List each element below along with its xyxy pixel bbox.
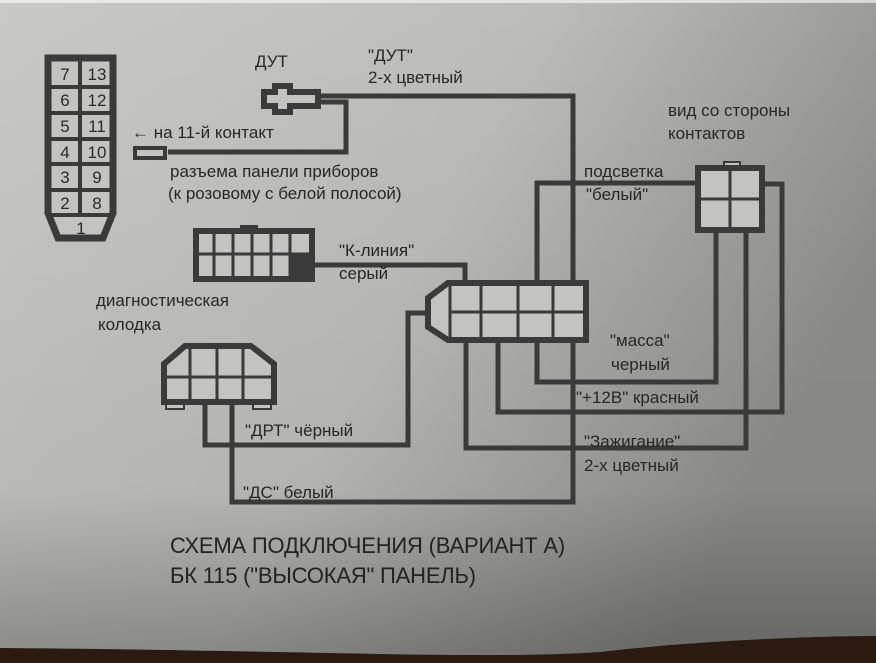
pin-label: 4	[60, 143, 69, 162]
pin-label: 13	[88, 65, 107, 84]
pin-label: 7	[60, 65, 69, 84]
k-line-wire	[312, 262, 468, 285]
pin-label: 2	[60, 194, 69, 213]
plus12-wire	[495, 181, 785, 415]
k-line-color: серый	[339, 264, 389, 283]
dut-wire-color: 2-х цветный	[368, 68, 463, 87]
drt-wire	[202, 310, 430, 448]
pin-label: 5	[60, 117, 69, 136]
pin-label: 8	[92, 194, 101, 213]
k-line-connector	[193, 225, 315, 282]
ignition-label: "Зажигание"	[584, 432, 681, 451]
ground-wire	[534, 230, 719, 385]
ds-vertical-wire	[229, 340, 576, 505]
diagnostic-block	[161, 343, 277, 410]
ignition-color: 2-х цветный	[584, 456, 679, 475]
pin-label: 3	[60, 168, 69, 187]
dut-wire-label: "ДУТ"	[368, 46, 413, 65]
dut-wire	[318, 93, 576, 285]
dut-sensor-label: ДУТ	[255, 52, 288, 71]
main-bk-connector	[425, 280, 589, 343]
pin-label: 9	[92, 168, 101, 187]
ds-wire-label: "ДС" белый	[243, 483, 334, 502]
pin-label: 10	[88, 143, 107, 162]
to-contact-label: ← на 11-й контакт	[132, 123, 274, 142]
diag-block-label: диагностическая	[96, 291, 229, 310]
k-line-label: "К-линия"	[339, 241, 415, 260]
pin-label: 6	[60, 91, 69, 110]
diagram-title: СХЕМА ПОДКЛЮЧЕНИЯ (ВАРИАНТ А)	[170, 533, 565, 558]
diagram-subtitle: БК 115 ("ВЫСОКАЯ" ПАНЕЛЬ)	[170, 563, 476, 588]
diag-block-label-2: колодка	[98, 315, 162, 334]
pin-numbers: 7 13 6 12 5 11 4 10 3 9 2 8 1	[60, 65, 106, 238]
contacts-view-label: вид со стороны	[668, 101, 791, 120]
backlight-color: "белый"	[586, 185, 649, 204]
pin-label: 1	[76, 219, 85, 238]
plus12-label: "+12В" красный	[576, 388, 699, 407]
ignition-wire	[463, 230, 749, 451]
contacts-view-label-2: контактов	[668, 124, 746, 143]
dut-to-panel-wire	[168, 99, 349, 155]
backlight-wire	[534, 180, 698, 285]
pin-label: 12	[88, 91, 107, 110]
pin-label: 11	[88, 117, 106, 136]
dut-sensor-plug	[261, 83, 321, 115]
instrument-panel-connector	[44, 54, 117, 242]
panel-contact-plug	[133, 146, 167, 160]
panel-connector-label: разъема панели приборов	[170, 162, 379, 181]
four-pin-connector	[695, 161, 765, 233]
ground-label: "масса"	[610, 331, 670, 350]
ground-color: черный	[611, 355, 670, 374]
panel-connector-note: (к розовому с белой полосой)	[168, 184, 402, 203]
drt-wire-label: "ДРТ" чёрный	[245, 421, 354, 440]
backlight-label: подсветка	[584, 162, 664, 181]
